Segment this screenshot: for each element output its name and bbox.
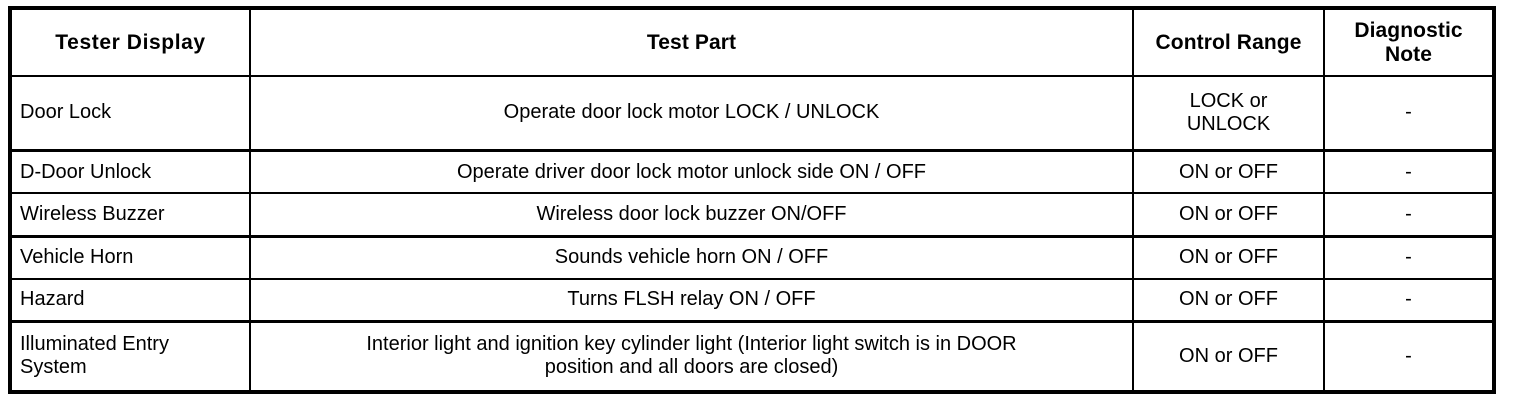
- cell-tester-display-line2: System: [20, 356, 87, 379]
- cell-diagnostic-note: -: [1323, 192, 1495, 238]
- cell-tester-display: Illuminated Entry System: [9, 320, 251, 392]
- cell-test-part: Wireless door lock buzzer ON/OFF: [249, 192, 1134, 238]
- active-test-table-container: Tester Display Test Part Control Range D…: [8, 6, 1496, 394]
- column-header-control-range: Control Range: [1132, 7, 1325, 77]
- cell-control-range: ON or OFF: [1132, 192, 1325, 238]
- cell-tester-display: D-Door Unlock: [9, 149, 251, 195]
- table-row: Wireless Buzzer Wireless door lock buzze…: [9, 192, 1495, 238]
- column-header-diagnostic-note: Diagnostic Note: [1323, 7, 1495, 77]
- table-row: Hazard Turns FLSH relay ON / OFF ON or O…: [9, 277, 1495, 323]
- table-body: Door Lock Operate door lock motor LOCK /…: [9, 75, 1495, 392]
- table-header-row: Tester Display Test Part Control Range D…: [9, 7, 1495, 77]
- cell-test-part: Operate driver door lock motor unlock si…: [249, 149, 1134, 195]
- column-header-diagnostic-note-line1: Diagnostic: [1354, 18, 1463, 42]
- table-row: D-Door Unlock Operate driver door lock m…: [9, 149, 1495, 195]
- cell-tester-display: Door Lock: [9, 75, 251, 153]
- table-header: Tester Display Test Part Control Range D…: [9, 7, 1495, 77]
- cell-tester-display: Wireless Buzzer: [9, 192, 251, 238]
- cell-test-part: Sounds vehicle horn ON / OFF: [249, 235, 1134, 280]
- cell-control-range-line2: UNLOCK: [1186, 113, 1271, 136]
- cell-diagnostic-note: -: [1323, 320, 1495, 392]
- cell-test-part: Turns FLSH relay ON / OFF: [249, 277, 1134, 323]
- cell-control-range: ON or OFF: [1132, 149, 1325, 195]
- column-header-test-part: Test Part: [249, 7, 1134, 77]
- cell-test-part-line1: Interior light and ignition key cylinder…: [366, 332, 1017, 355]
- cell-diagnostic-note: -: [1323, 235, 1495, 280]
- cell-tester-display-line1: Illuminated Entry: [20, 332, 169, 355]
- cell-test-part-line2: position and all doors are closed): [544, 356, 839, 379]
- cell-control-range: LOCK or UNLOCK: [1132, 75, 1325, 153]
- cell-tester-display: Vehicle Horn: [9, 235, 251, 280]
- active-test-table: Tester Display Test Part Control Range D…: [8, 6, 1496, 394]
- cell-test-part: Interior light and ignition key cylinder…: [249, 320, 1134, 392]
- column-header-tester-display: Tester Display: [9, 7, 251, 77]
- table-row: Door Lock Operate door lock motor LOCK /…: [9, 75, 1495, 153]
- cell-control-range: ON or OFF: [1132, 320, 1325, 392]
- cell-diagnostic-note: -: [1323, 75, 1495, 153]
- cell-control-range: ON or OFF: [1132, 235, 1325, 280]
- cell-control-range: ON or OFF: [1132, 277, 1325, 323]
- cell-diagnostic-note: -: [1323, 149, 1495, 195]
- cell-diagnostic-note: -: [1323, 277, 1495, 323]
- cell-tester-display: Hazard: [9, 277, 251, 323]
- cell-control-range-line1: LOCK or: [1189, 89, 1268, 112]
- table-row: Vehicle Horn Sounds vehicle horn ON / OF…: [9, 235, 1495, 280]
- column-header-diagnostic-note-line2: Note: [1384, 42, 1433, 66]
- cell-test-part: Operate door lock motor LOCK / UNLOCK: [249, 75, 1134, 153]
- table-row: Illuminated Entry System Interior light …: [9, 320, 1495, 392]
